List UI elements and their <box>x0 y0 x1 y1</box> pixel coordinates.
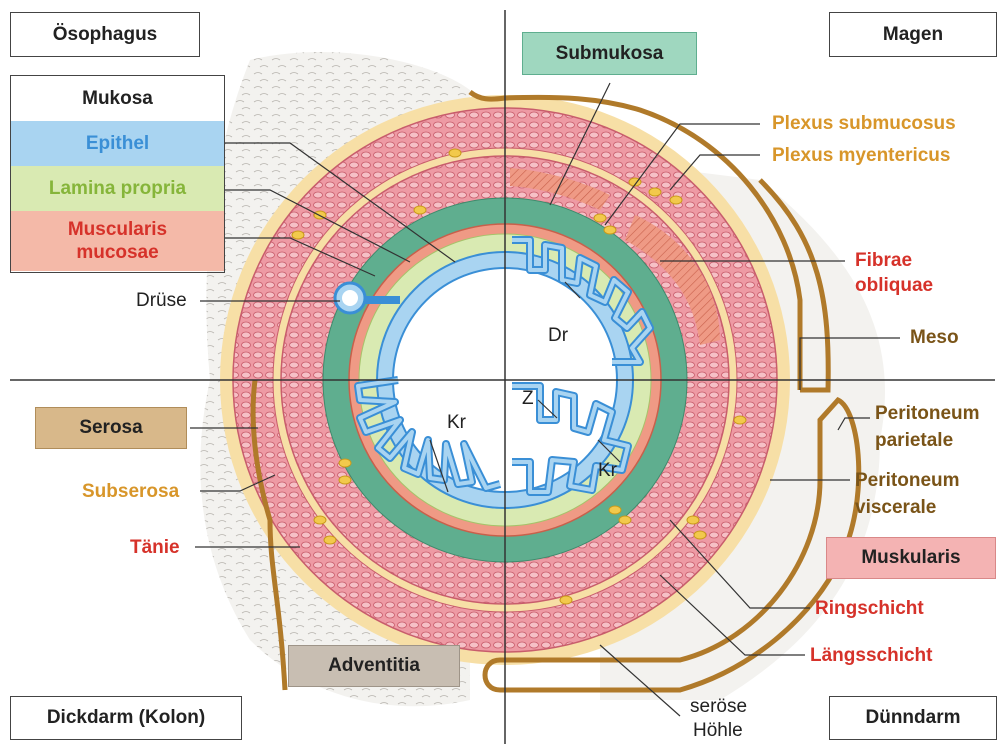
quadrant-title-magen: Magen <box>829 12 997 57</box>
label-peritoneum-viscerale-2: viscerale <box>855 497 936 519</box>
label-peritoneum-parietale-2: parietale <box>875 430 953 452</box>
serosa-box: Serosa <box>35 407 187 449</box>
label-z: Z <box>522 388 534 410</box>
label-peritoneum-viscerale-1: Peritoneum <box>855 470 960 492</box>
legend-muscularis-mucosae-line2: mucosae <box>76 241 158 264</box>
adventitia-box: Adventitia <box>288 645 460 687</box>
submukosa-box: Submukosa <box>522 32 697 75</box>
label-laengsschicht: Längsschicht <box>810 645 932 667</box>
label-plexus-myentericus: Plexus myentericus <box>772 145 950 167</box>
label-seroese-hoehle-2: Höhle <box>693 720 743 742</box>
label-peritoneum-parietale-1: Peritoneum <box>875 403 980 425</box>
legend-muscularis-mucosae-line1: Muscularis <box>68 218 167 241</box>
label-subserosa: Subserosa <box>82 481 179 503</box>
label-seroese-hoehle-1: seröse <box>690 696 747 718</box>
label-kr-right: Kr <box>598 460 617 482</box>
legend-lamina-propria: Lamina propria <box>11 166 224 211</box>
legend-muscularis-mucosae: Muscularis mucosae <box>11 211 224 271</box>
quadrant-title-oesophagus: Ösophagus <box>10 12 200 57</box>
label-kr-left: Kr <box>447 412 466 434</box>
quadrant-title-dickdarm: Dickdarm (Kolon) <box>10 696 242 740</box>
label-plexus-submucosus: Plexus submucosus <box>772 113 956 135</box>
label-meso: Meso <box>910 327 959 349</box>
muskularis-box: Muskularis <box>826 537 996 579</box>
legend-epithel: Epithel <box>11 121 224 166</box>
label-druese: Drüse <box>136 290 187 312</box>
label-ringschicht: Ringschicht <box>815 598 924 620</box>
label-dr: Dr <box>548 325 568 347</box>
legend-mukosa-title: Mukosa <box>11 76 224 121</box>
label-fibrae-obliquae-1: Fibrae <box>855 250 912 272</box>
label-fibrae-obliquae-2: obliquae <box>855 275 933 297</box>
mucosa-legend: Mukosa Epithel Lamina propria Muscularis… <box>10 75 225 273</box>
label-taenie: Tänie <box>130 537 180 559</box>
quadrant-title-duenndarm: Dünndarm <box>829 696 997 740</box>
